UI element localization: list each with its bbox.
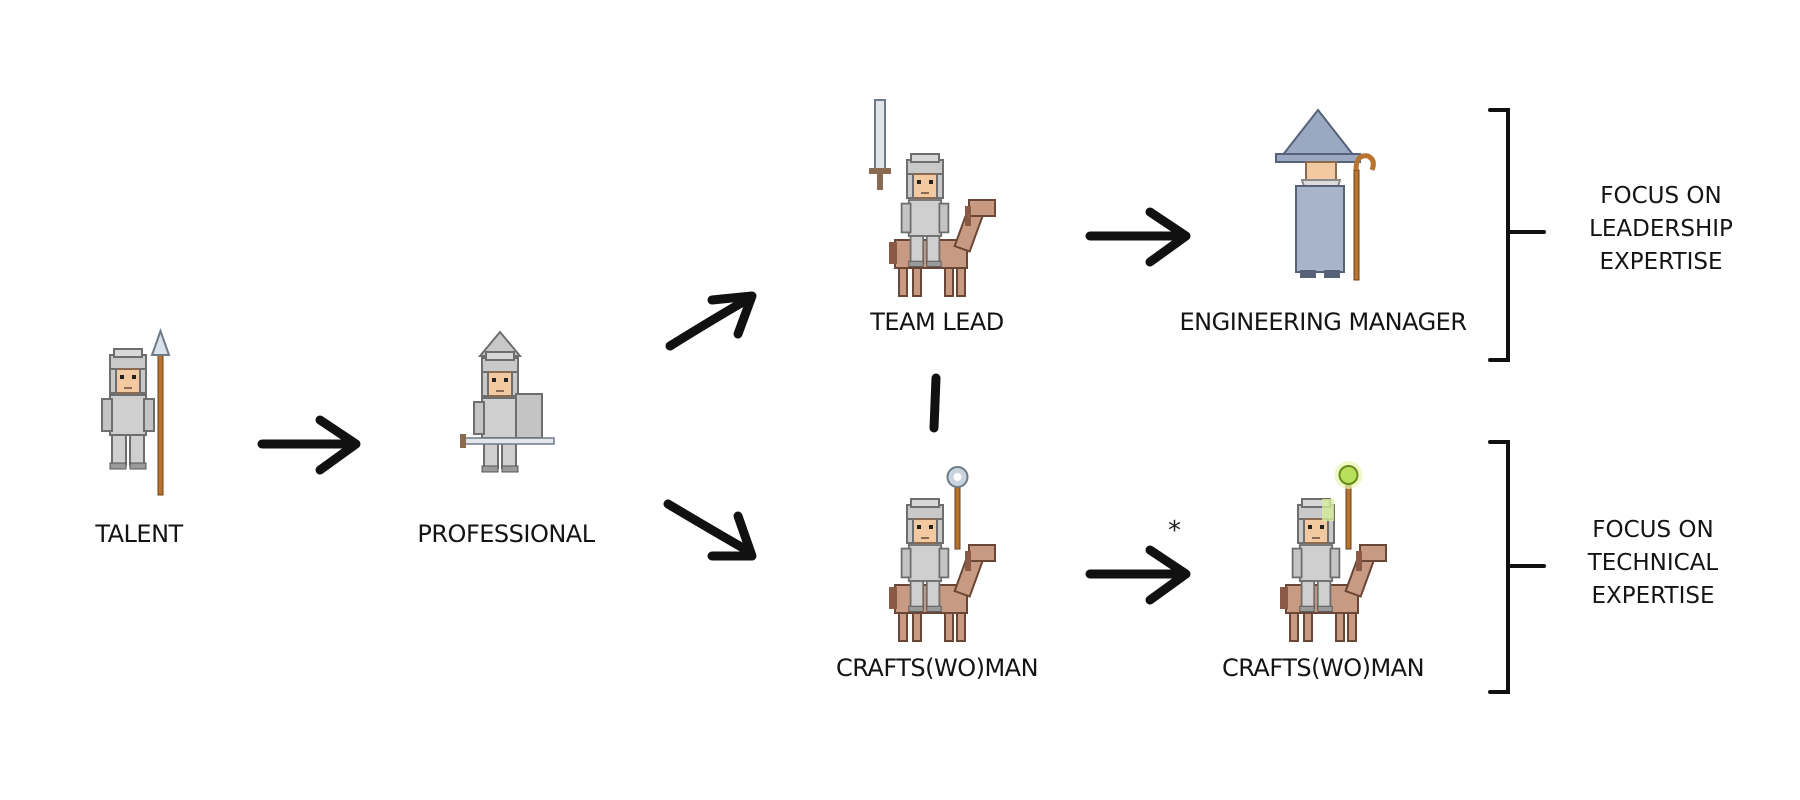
focus-technical-line-3: EXPERTISE — [1553, 580, 1753, 613]
arrow-talent-to-professional — [262, 420, 356, 470]
label-craftsman-2: CRAFTS(WO)MAN — [1222, 654, 1424, 682]
focus-leadership-line-2: LEADERSHIP — [1561, 213, 1761, 246]
focus-leadership-line-3: EXPERTISE — [1561, 246, 1761, 279]
focus-leadership: FOCUS ON LEADERSHIP EXPERTISE — [1561, 180, 1761, 279]
label-team-lead: TEAM LEAD — [870, 308, 1004, 336]
arrow-professional-to-craftsman — [668, 504, 752, 556]
sword-shield-knight-icon — [460, 332, 554, 472]
bracket-leadership — [1490, 110, 1544, 360]
focus-technical-line-1: FOCUS ON — [1553, 514, 1753, 547]
wizard-with-staff-icon — [1276, 110, 1373, 280]
label-talent: TALENT — [95, 520, 182, 548]
arrow-professional-to-team-lead — [670, 296, 752, 346]
mounted-knight-glowing-mace-icon — [1280, 461, 1386, 641]
connector-team-lead-craftsman — [934, 378, 936, 428]
asterisk-note: * — [1168, 516, 1181, 546]
arrow-team-lead-to-manager — [1090, 212, 1186, 262]
spear-soldier-icon — [102, 331, 169, 495]
label-craftsman-1: CRAFTS(WO)MAN — [836, 654, 1038, 682]
label-engineering-manager: ENGINEERING MANAGER — [1179, 308, 1466, 336]
focus-technical-line-2: TECHNICAL — [1553, 547, 1753, 580]
mounted-knight-sword-icon — [869, 100, 995, 296]
focus-leadership-line-1: FOCUS ON — [1561, 180, 1761, 213]
arrow-craftsman-to-craftsman — [1090, 550, 1186, 600]
focus-technical: FOCUS ON TECHNICAL EXPERTISE — [1553, 514, 1753, 613]
mounted-knight-mace-icon — [889, 467, 995, 641]
label-professional: PROFESSIONAL — [417, 520, 594, 548]
bracket-technical — [1490, 442, 1544, 692]
